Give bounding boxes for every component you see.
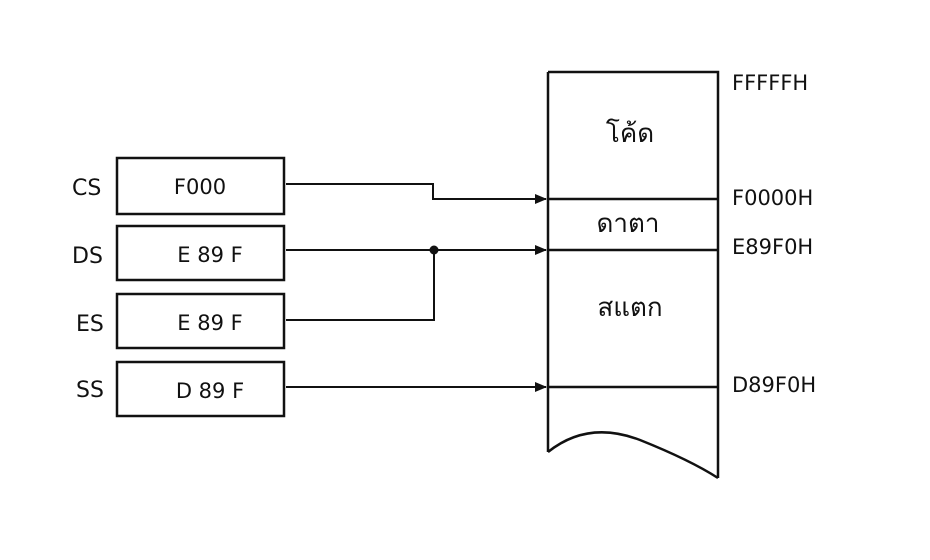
segment-label-data: ดาตา — [597, 209, 660, 239]
register-box-es: E 89 F — [115, 292, 286, 350]
register-box-ss: D 89 F — [115, 360, 286, 418]
register-box-ds: E 89 F — [115, 224, 286, 282]
address-label-e89f0: E89F0H — [732, 235, 813, 259]
register-label-es: ES — [76, 312, 104, 337]
address-label-d89f0: D89F0H — [732, 373, 816, 397]
segment-label-stack: สแตก — [597, 293, 662, 323]
register-value-cs: F000 — [174, 175, 226, 199]
register-label-ds: DS — [72, 244, 103, 269]
cs-pointer-line — [286, 183, 547, 204]
register-value-ss: D 89 F — [176, 379, 244, 403]
register-value-es: E 89 F — [177, 311, 242, 335]
address-label-f0000: F0000H — [732, 186, 813, 210]
register-label-cs: CS — [72, 176, 101, 201]
memory-outline — [546, 70, 720, 480]
register-value-ds: E 89 F — [177, 243, 242, 267]
register-label-ss: SS — [76, 378, 104, 403]
memory-map: โค้ด ดาตา สแตก — [546, 70, 720, 480]
address-label-fffff: FFFFFH — [732, 71, 808, 95]
es-pointer-line — [286, 250, 435, 321]
register-box-cs: F000 — [115, 156, 286, 216]
segment-label-code: โค้ด — [606, 118, 654, 149]
es-ds-junction-dot — [429, 245, 439, 255]
